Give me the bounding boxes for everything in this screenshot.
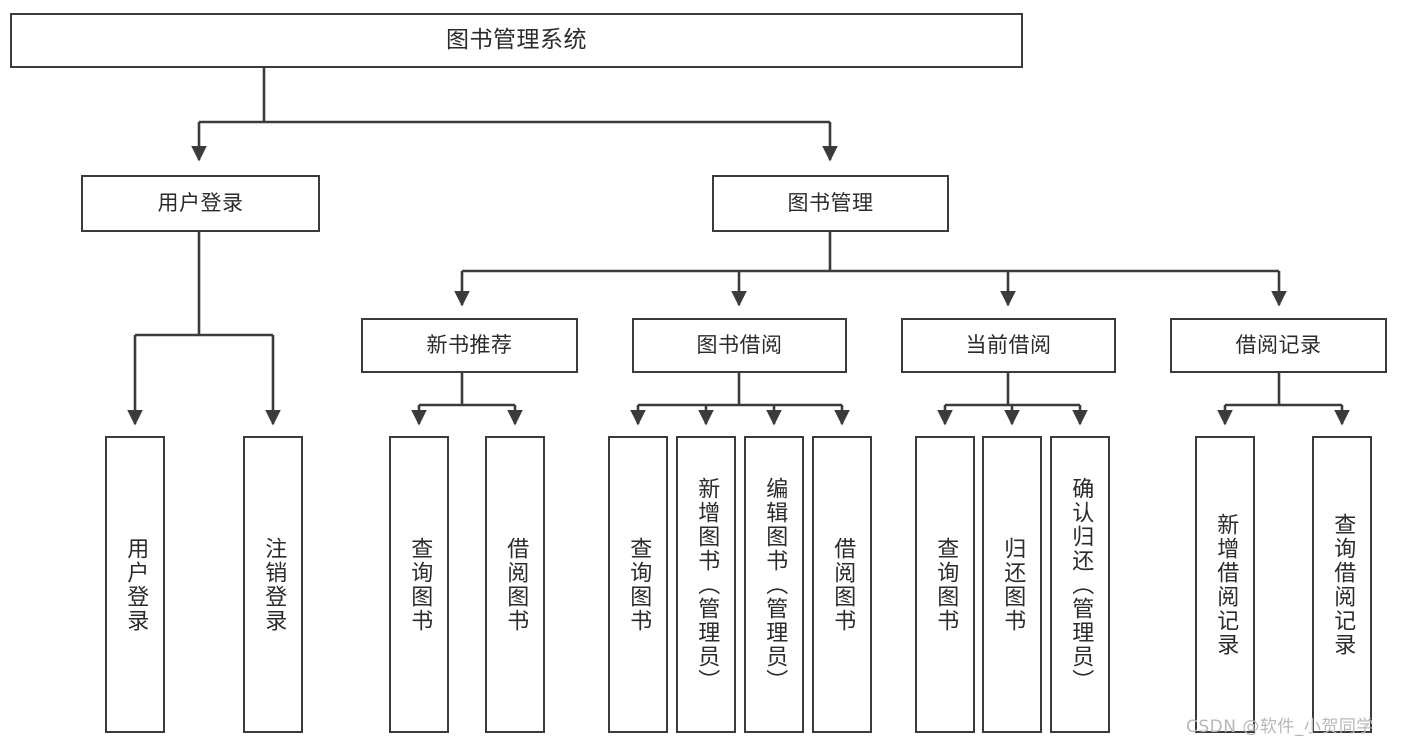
node-label: 查询图书 <box>407 536 433 633</box>
node-label: 注销登录 <box>261 536 287 633</box>
leaf-new-book-borrow[interactable]: 借阅图书 <box>485 436 545 733</box>
leaf-book-borrow-edit[interactable]: 编辑图书（管理员） <box>744 436 804 733</box>
leaf-current-borrow-query[interactable]: 查询图书 <box>915 436 975 733</box>
node-label: 用户登录 <box>157 191 244 216</box>
node-book-borrow[interactable]: 图书借阅 <box>632 318 847 373</box>
leaf-borrow-record-query[interactable]: 查询借阅记录 <box>1312 436 1372 733</box>
leaf-current-borrow-return[interactable]: 归还图书 <box>982 436 1042 733</box>
node-label: 借阅图书 <box>830 536 856 633</box>
node-root-system[interactable]: 图书管理系统 <box>10 13 1023 68</box>
node-new-book-recommend[interactable]: 新书推荐 <box>361 318 578 373</box>
node-label: 图书管理 <box>787 191 874 216</box>
node-label: 归还图书 <box>1000 536 1026 633</box>
node-label: 查询图书 <box>626 536 652 633</box>
node-label: 新书推荐 <box>426 333 513 358</box>
watermark: CSDN @软件_小贺同学 <box>1186 717 1374 737</box>
node-label: 编辑图书（管理员） <box>762 476 788 693</box>
leaf-current-borrow-confirm-return[interactable]: 确认归还（管理员） <box>1050 436 1110 733</box>
node-label: 新增借阅记录 <box>1213 512 1239 657</box>
node-book-management[interactable]: 图书管理 <box>712 175 949 232</box>
node-label: 确认归还（管理员） <box>1068 476 1094 693</box>
node-label: 图书管理系统 <box>446 26 587 53</box>
node-label: 用户登录 <box>123 536 149 633</box>
node-label: 查询借阅记录 <box>1330 512 1356 657</box>
leaf-book-borrow-borrow[interactable]: 借阅图书 <box>812 436 872 733</box>
leaf-book-borrow-add[interactable]: 新增图书（管理员） <box>676 436 736 733</box>
node-current-borrow[interactable]: 当前借阅 <box>901 318 1116 373</box>
leaf-book-borrow-query[interactable]: 查询图书 <box>608 436 668 733</box>
node-label: 新增图书（管理员） <box>694 476 720 693</box>
leaf-borrow-record-add[interactable]: 新增借阅记录 <box>1195 436 1255 733</box>
node-label: 借阅记录 <box>1235 333 1322 358</box>
leaf-user-login-logout[interactable]: 注销登录 <box>243 436 303 733</box>
node-user-login[interactable]: 用户登录 <box>81 175 320 232</box>
node-borrow-record[interactable]: 借阅记录 <box>1170 318 1387 373</box>
node-label: 当前借阅 <box>965 333 1052 358</box>
node-label: 查询图书 <box>933 536 959 633</box>
node-label: 图书借阅 <box>696 333 783 358</box>
leaf-new-book-query[interactable]: 查询图书 <box>389 436 449 733</box>
node-label: 借阅图书 <box>503 536 529 633</box>
leaf-user-login-login[interactable]: 用户登录 <box>105 436 165 733</box>
